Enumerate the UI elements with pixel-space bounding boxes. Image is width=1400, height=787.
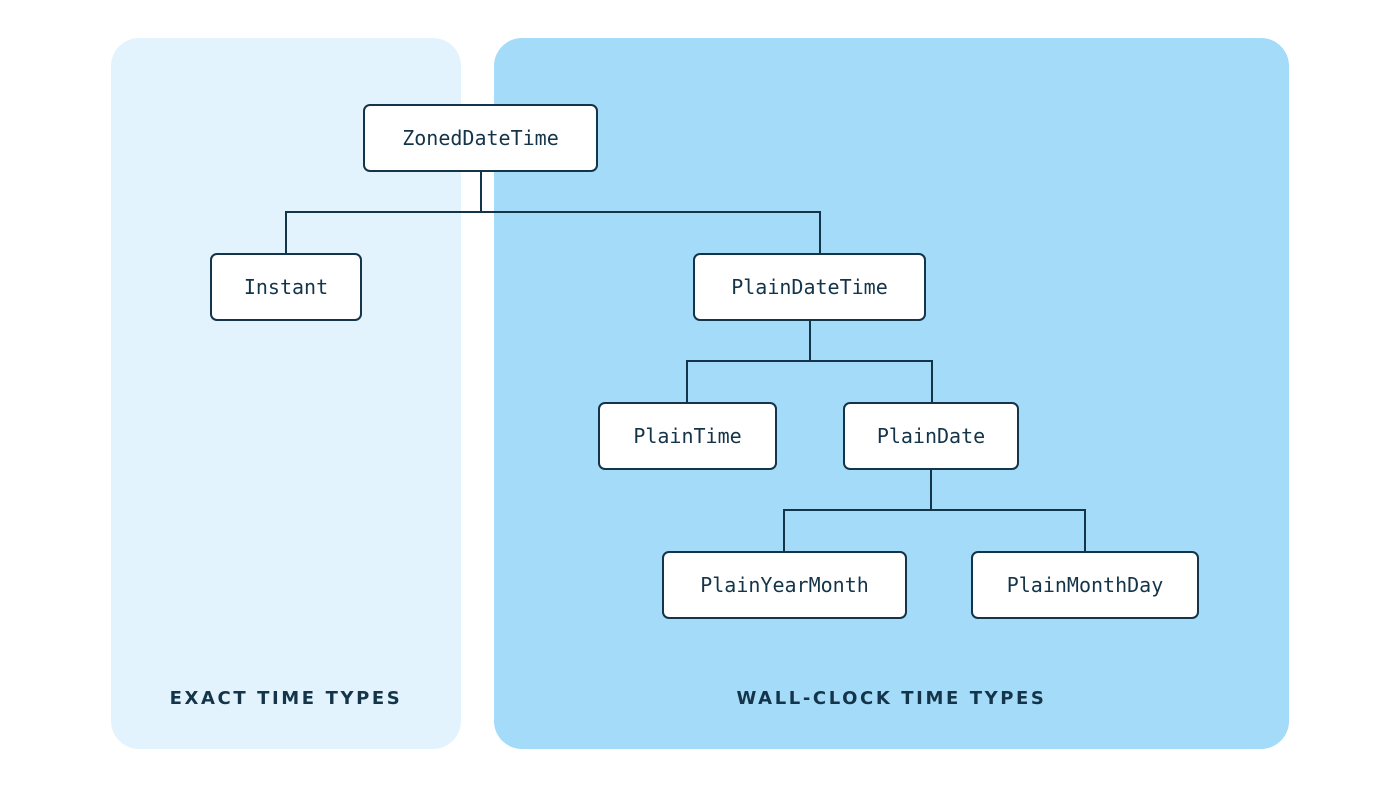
wall-clock-time-types-label: WALL-CLOCK TIME TYPES: [736, 688, 1047, 709]
node-plain-date-time: PlainDateTime: [693, 253, 926, 321]
node-zoned-date-time: ZonedDateTime: [363, 104, 598, 172]
node-plain-date: PlainDate: [843, 402, 1019, 470]
node-plain-month-day: PlainMonthDay: [971, 551, 1199, 619]
exact-time-types-label: EXACT TIME TYPES: [169, 688, 403, 709]
node-plain-time: PlainTime: [598, 402, 777, 470]
node-plain-year-month: PlainYearMonth: [662, 551, 907, 619]
wall-clock-time-types-panel: WALL-CLOCK TIME TYPES: [494, 38, 1289, 749]
node-instant: Instant: [210, 253, 362, 321]
